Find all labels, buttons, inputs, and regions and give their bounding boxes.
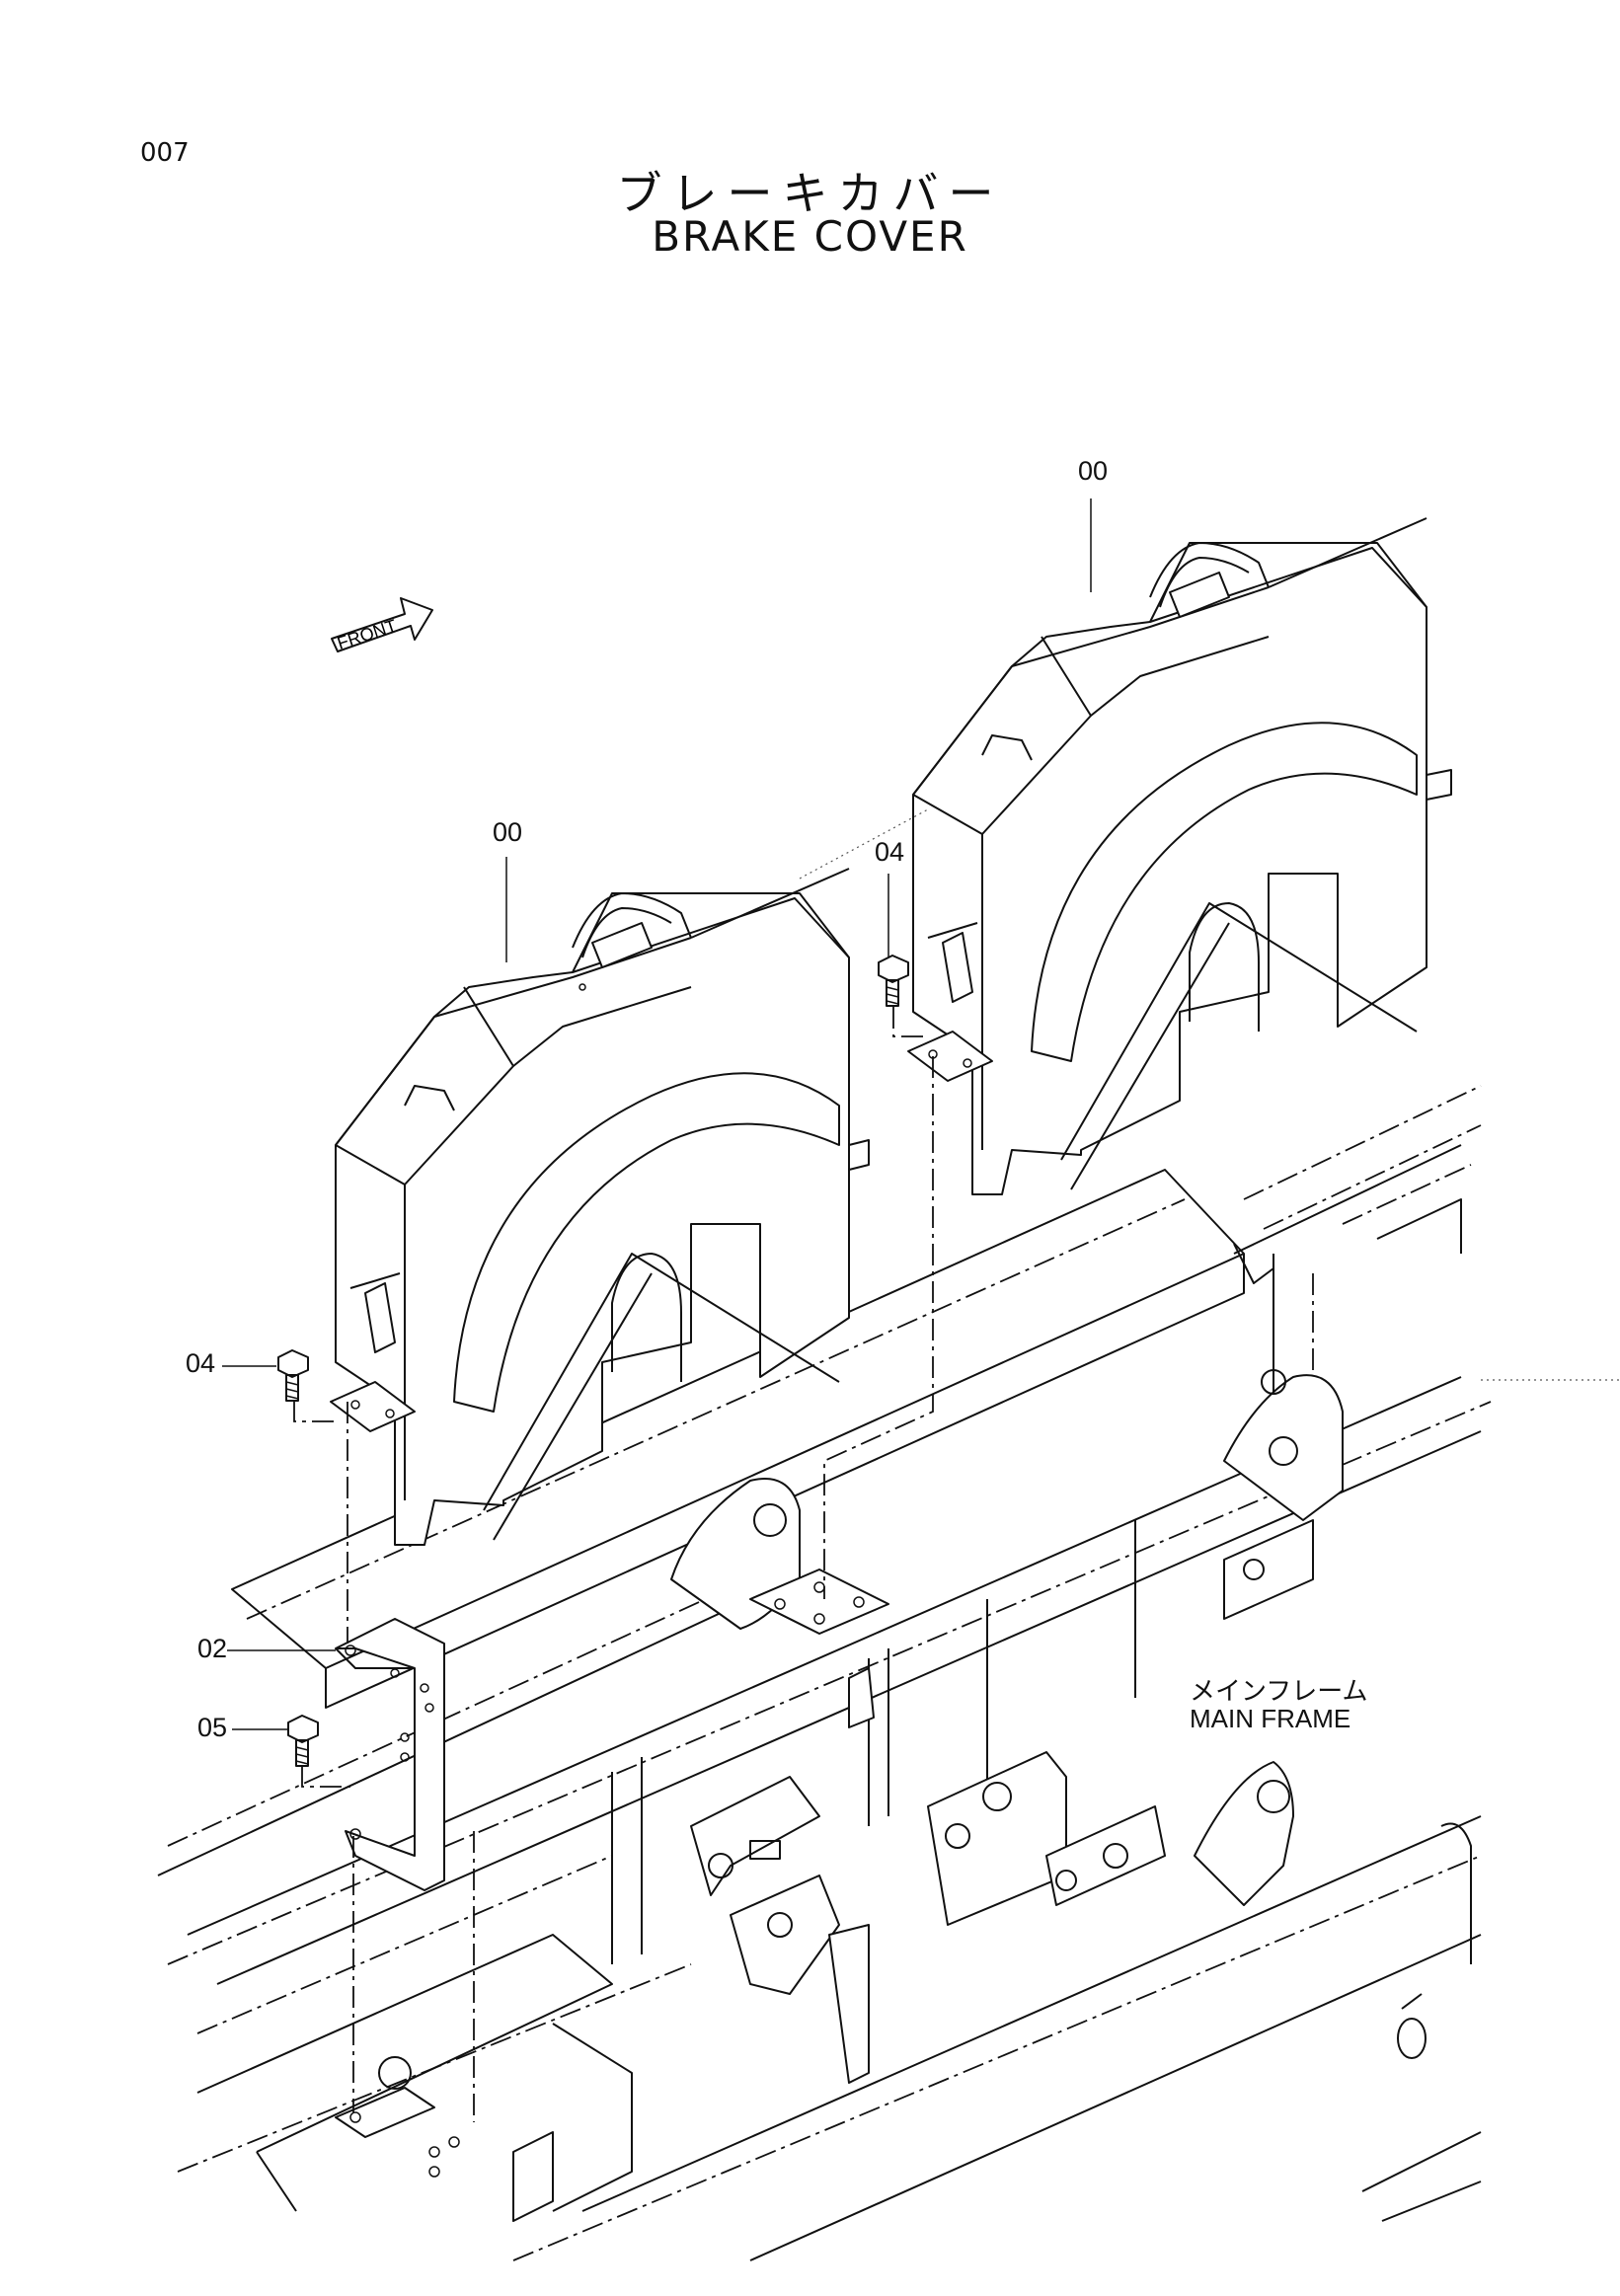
frame-brackets xyxy=(335,1369,1472,2222)
title-english: BRAKE COVER xyxy=(652,212,968,261)
callout-bolt-bracket: 05 xyxy=(197,1713,228,1742)
page-number: 007 xyxy=(140,138,190,168)
main-frame-label-japanese: メインフレーム xyxy=(1190,1677,1368,1707)
front-arrow-label: FRONT xyxy=(335,616,399,653)
brake-cover-left xyxy=(330,868,870,1546)
brake-cover-right xyxy=(907,517,1452,1195)
callout-cover-left: 00 xyxy=(493,817,523,847)
main-frame-label-english: MAIN FRAME xyxy=(1190,1704,1351,1733)
title-japanese: ブレーキカバー xyxy=(616,167,1004,220)
bolt-icon-05 xyxy=(287,1715,319,1767)
callout-bolt-left: 04 xyxy=(186,1348,216,1378)
callout-bracket: 02 xyxy=(197,1634,228,1663)
bolt-icon-04-right xyxy=(878,955,909,1007)
bolt-icon-04-left xyxy=(277,1349,309,1402)
mounting-bracket xyxy=(335,1618,445,1891)
callout-cover-right: 00 xyxy=(1078,456,1109,486)
front-arrow-icon: FRONT xyxy=(331,597,433,653)
callout-bolt-right: 04 xyxy=(875,837,905,867)
leader-lines xyxy=(222,498,1620,2112)
